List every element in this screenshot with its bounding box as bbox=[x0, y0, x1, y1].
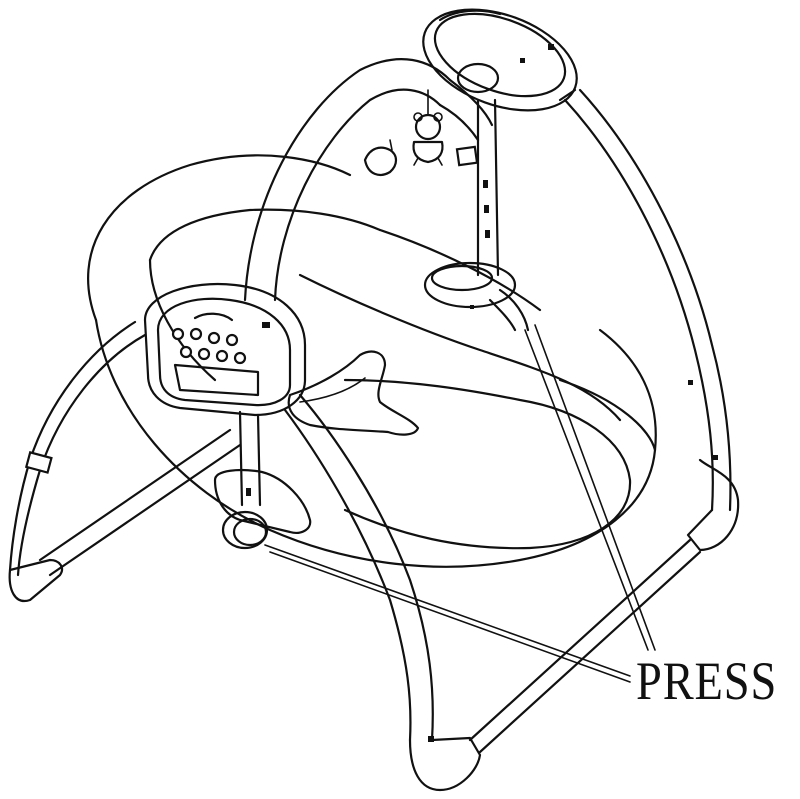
control-button[interactable] bbox=[233, 351, 247, 365]
bear-toy-icon bbox=[414, 113, 442, 141]
control-button[interactable] bbox=[225, 333, 239, 347]
control-buttons bbox=[171, 327, 247, 365]
harness-strap bbox=[287, 350, 420, 436]
seat-cushion bbox=[87, 154, 657, 568]
left-frame-leg bbox=[8, 320, 242, 603]
front-seat-hub bbox=[213, 469, 312, 550]
front-post bbox=[238, 410, 262, 507]
press-callout-lines bbox=[264, 324, 656, 683]
display-window bbox=[173, 363, 260, 397]
control-button[interactable] bbox=[207, 331, 221, 345]
left-foot bbox=[8, 558, 64, 603]
hanging-toys bbox=[363, 89, 444, 176]
carry-arch bbox=[243, 58, 494, 302]
front-frame-leg bbox=[283, 393, 482, 792]
rear-frame-leg bbox=[468, 88, 740, 754]
press-button[interactable] bbox=[232, 517, 268, 547]
control-button[interactable] bbox=[189, 327, 203, 341]
press-label: PRESS bbox=[636, 651, 778, 711]
control-panel-housing bbox=[143, 283, 307, 417]
rear-motor-housing bbox=[422, 8, 578, 112]
rear-post bbox=[455, 98, 500, 277]
control-button[interactable] bbox=[197, 347, 211, 361]
control-button[interactable] bbox=[179, 345, 193, 359]
control-button[interactable] bbox=[171, 327, 185, 341]
heart-toy-icon bbox=[363, 146, 398, 176]
rear-seat-hub bbox=[423, 261, 530, 332]
control-button[interactable] bbox=[215, 349, 229, 363]
handle-slot bbox=[193, 312, 234, 322]
